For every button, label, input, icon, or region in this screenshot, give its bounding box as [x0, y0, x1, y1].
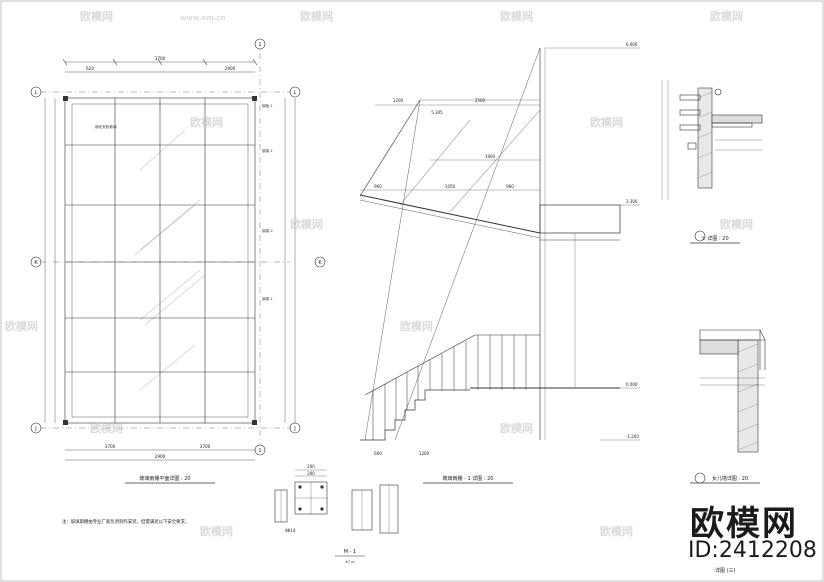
watermark-site-1: www.om.cn	[180, 14, 226, 22]
sheet-label: 详图 (三)	[715, 567, 736, 574]
member-title: M - 1	[344, 549, 356, 555]
watermark-brand-logo: 欧模网	[690, 504, 798, 544]
plan-annot-3: 钢梁-2	[262, 228, 273, 233]
section-dim-top-3: 2500	[475, 98, 486, 103]
plan-dim-bottom-1: 3700	[105, 444, 116, 449]
grid-label-k-right: K	[318, 260, 322, 266]
section-dim-bottom-2: 1200	[419, 451, 430, 456]
section-dim-mid-3: 1050	[445, 184, 456, 189]
grid-label-k-left: K	[34, 260, 38, 266]
watermark-brand-13: 欧模网	[200, 524, 233, 538]
watermark-brand-3: 欧模网	[500, 9, 533, 23]
section-dim-top-2: 5.345	[431, 110, 443, 115]
plan-annot-5: 钢梁-1	[262, 296, 273, 301]
grid-label-1-top: 1	[258, 42, 261, 48]
watermark-brand-9: 欧模网	[5, 319, 38, 333]
elevation-label-ground: 0.000	[626, 382, 638, 387]
grid-label-1-bottom: 1	[258, 448, 261, 454]
watermark-brand-2: 欧模网	[300, 9, 333, 23]
watermark-stamps: 欧模网 www.om.cn 欧模网 欧模网 欧模网 欧模网 欧模网 欧模网 欧模…	[5, 9, 753, 538]
elevation-label-top: 6.600	[626, 42, 638, 47]
section-dim-bottom-1: 600	[374, 451, 382, 456]
grid-label-j-right: J	[293, 426, 295, 432]
elevation-label-canopy: 3.300	[626, 199, 638, 204]
watermark-brand-1: 欧模网	[80, 9, 113, 23]
member-dim-2: 200	[307, 471, 315, 476]
member-rebar: 4Φ14	[285, 528, 296, 533]
drawing-note: 注：玻璃雨棚由专业厂家负责制作安装，但需满足以下安全要求。	[62, 518, 189, 525]
canopy-plan-view	[40, 40, 296, 461]
watermark-brand-7: 欧模网	[290, 217, 323, 231]
section-dim-top-1: 1200	[393, 98, 404, 103]
watermark-brand-5: 欧模网	[190, 115, 223, 129]
plan-dim-top-1: 620	[86, 66, 94, 71]
plan-dim-top-3: 2900	[225, 66, 236, 71]
detail-1-view	[661, 80, 763, 242]
member-m1-view	[274, 469, 399, 534]
watermark-brand-11: 欧模网	[90, 421, 123, 435]
member-dim-1: 200	[307, 464, 315, 469]
plan-dim-bottom-2: 3700	[200, 444, 211, 449]
watermark-brand-14: 欧模网	[600, 524, 633, 538]
detail-1-title: ① 详图 : 20	[701, 235, 728, 242]
watermark-brand-12: 欧模网	[500, 421, 533, 435]
member-scale: 47 m	[345, 560, 355, 564]
canopy-section-view	[359, 47, 640, 441]
watermark-brand-6: 欧模网	[590, 115, 623, 129]
plan-annot-2: 钢梁-1	[262, 148, 273, 153]
grid-label-j-left: J	[34, 426, 36, 432]
section-dim-mid-2: 960	[374, 184, 382, 189]
parapet-detail-view	[694, 329, 766, 484]
section-title: 玻璃雨棚 - 1 详图 : 20	[443, 475, 494, 482]
elevation-label-base: -1.200	[626, 434, 639, 439]
plan-dim-bottom-total: 2900	[155, 454, 166, 459]
plan-grid-bubbles	[30, 38, 326, 456]
grid-label-l-right: L	[294, 90, 297, 96]
watermark-brand-8: 欧模网	[720, 217, 753, 231]
plan-annot-4: 钢化夹胶玻璃	[95, 124, 117, 129]
section-dim-mid-4: 960	[506, 184, 514, 189]
section-dim-mid-1: 1900	[485, 154, 496, 159]
watermark-brand-10: 欧模网	[400, 319, 433, 333]
parapet-detail-title: 女儿墙详图 : 20	[712, 475, 748, 482]
grid-label-l-left: L	[35, 90, 38, 96]
watermark-brand-4: 欧模网	[710, 9, 743, 23]
plan-title: 玻璃雨棚平面详图 : 20	[139, 475, 190, 482]
plan-annot-1: 钢板-1	[262, 103, 273, 108]
plan-dim-top-2: 3700	[155, 56, 166, 61]
watermark-id: ID:2412208	[688, 538, 817, 563]
